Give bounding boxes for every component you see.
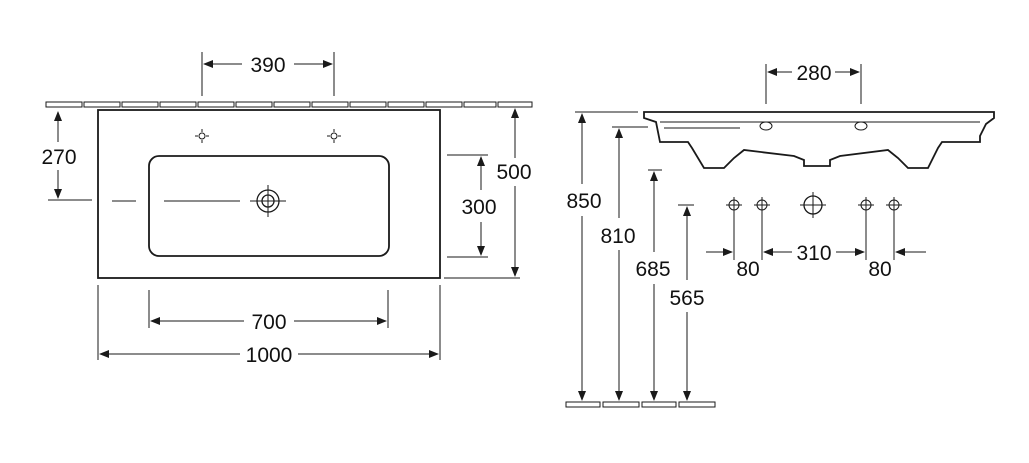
drain-icon xyxy=(250,185,286,217)
dim-label-310: 310 xyxy=(796,242,831,265)
dim-label-1000: 1000 xyxy=(246,344,293,367)
dim-label-685: 685 xyxy=(635,258,670,281)
side-view: 280 850 810 685 565 xyxy=(565,62,995,408)
dim-label-700: 700 xyxy=(251,311,286,334)
plan-wall-strip xyxy=(45,101,533,108)
basin-outline xyxy=(97,109,441,279)
dim-label-500: 500 xyxy=(496,161,531,184)
connection-point-2-icon xyxy=(754,197,770,213)
dim-label-850: 850 xyxy=(566,190,601,213)
dim-label-390: 390 xyxy=(250,54,285,77)
dim-label-280: 280 xyxy=(796,62,831,85)
tap-hole-left-icon xyxy=(195,129,209,143)
basin-profile xyxy=(643,111,995,169)
drain-connection-icon xyxy=(800,192,826,218)
dim-label-80-left: 80 xyxy=(736,258,759,281)
connection-point-3-icon xyxy=(858,197,874,213)
tap-hole-right-icon xyxy=(327,129,341,143)
floor-strip xyxy=(565,401,716,408)
dim-label-80-right: 80 xyxy=(868,258,891,281)
plan-view: 390 270 500 300 700 1000 xyxy=(41,52,533,367)
bowl-outline xyxy=(148,155,390,257)
connection-point-1-icon xyxy=(726,197,742,213)
connection-point-4-icon xyxy=(886,197,902,213)
dim-label-300: 300 xyxy=(461,196,496,219)
dim-label-810: 810 xyxy=(600,225,635,248)
dim-label-270: 270 xyxy=(41,146,76,169)
dim-label-565: 565 xyxy=(669,287,704,310)
